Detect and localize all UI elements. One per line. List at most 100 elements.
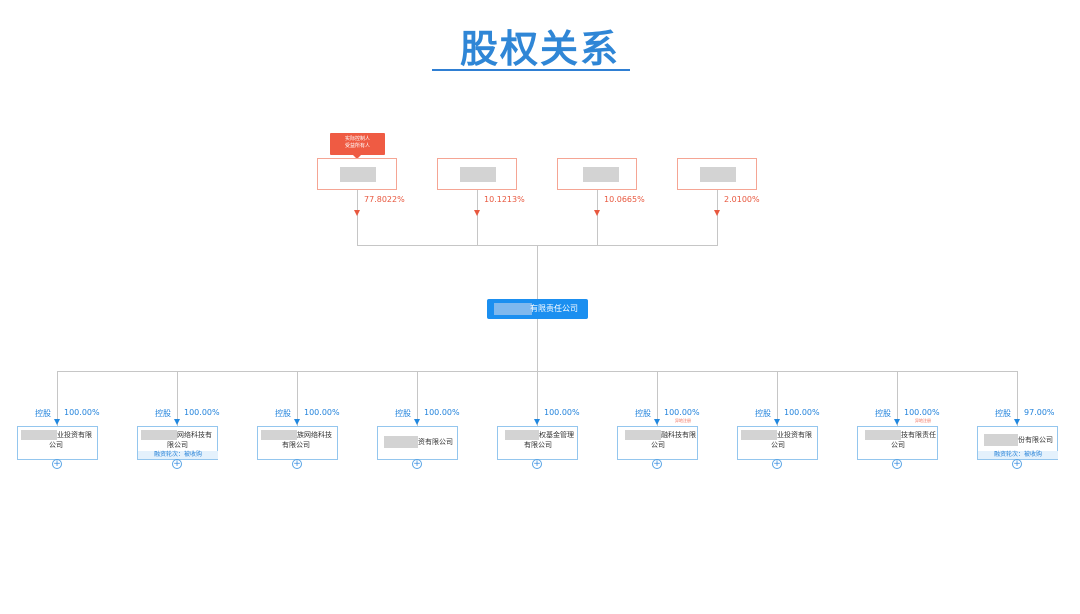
subsidiary-box[interactable]: 族网络科技 有限公司 [257, 426, 338, 460]
page-title: 股权关系 [459, 27, 620, 71]
relation-label: 控股 [755, 409, 771, 418]
shareholder-box[interactable] [557, 158, 637, 190]
connector-line [177, 371, 178, 426]
redacted-name [505, 430, 539, 440]
subsidiary-percent: 100.00% [544, 408, 580, 417]
redacted-name [625, 430, 661, 440]
connector-line [897, 371, 898, 426]
controller-tag-tail [353, 155, 361, 159]
subsidiary-name-line2: 公司 [891, 441, 905, 449]
controller-tag-line1: 实际控制人 [344, 136, 370, 142]
title-underline [432, 69, 630, 71]
remote-registration-tag: 异地注册 [675, 418, 691, 423]
subsidiary-box[interactable]: 业投资有限 公司 [17, 426, 98, 460]
expand-plus-icon[interactable]: + [772, 459, 782, 469]
relation-label: 控股 [635, 409, 651, 418]
expand-plus-icon[interactable]: + [52, 459, 62, 469]
arrow-down-icon [354, 210, 360, 216]
arrow-down-icon [474, 210, 480, 216]
redacted-name [741, 430, 777, 440]
expand-plus-icon[interactable]: + [412, 459, 422, 469]
connector-line [297, 371, 298, 426]
subsidiary-name-line2: 公司 [49, 441, 63, 449]
arrow-down-icon [894, 419, 900, 425]
relation-label: 控股 [875, 409, 891, 418]
subsidiary-percent: 100.00% [784, 408, 820, 417]
subsidiary-box[interactable]: 技有限责任 公司 [857, 426, 938, 460]
subsidiary-percent: 97.00% [1024, 408, 1055, 417]
subsidiary-name-line1: 业投资有限 [57, 431, 92, 439]
shareholder-box[interactable] [437, 158, 517, 190]
expand-plus-icon[interactable]: + [292, 459, 302, 469]
subsidiary-name-line1: 族网络科技 [297, 431, 332, 439]
expand-plus-icon[interactable]: + [172, 459, 182, 469]
arrow-down-icon [774, 419, 780, 425]
subsidiary-name-line1: 融科技有限 [661, 431, 696, 439]
remote-registration-tag: 异地注册 [915, 418, 931, 423]
subsidiary-name-line1: 权基金管理 [539, 431, 574, 439]
subsidiary-box[interactable]: 资有限公司 [377, 426, 458, 460]
expand-plus-icon[interactable]: + [532, 459, 542, 469]
relation-label: 控股 [995, 409, 1011, 418]
connector-line [717, 190, 718, 246]
shareholder-percent: 10.0665% [604, 195, 645, 204]
subsidiary-name-line1: 技有限责任 [901, 431, 936, 439]
subsidiary-box[interactable]: 网络科技有 限公司 融资轮次：被收购 [137, 426, 218, 460]
connector-line [777, 371, 778, 426]
redacted-name [261, 430, 297, 440]
connector-line [597, 190, 598, 246]
redacted-name [21, 430, 57, 440]
connector-line [537, 319, 538, 371]
expand-plus-icon[interactable]: + [652, 459, 662, 469]
arrow-down-icon [654, 419, 660, 425]
subsidiary-percent: 100.00% [904, 408, 940, 417]
redacted-name [460, 167, 496, 182]
subsidiary-box[interactable]: 融科技有限 公司 [617, 426, 698, 460]
connector-line [537, 371, 538, 426]
redacted-name [583, 167, 619, 182]
subsidiary-name-line2: 限公司 [167, 441, 188, 449]
connector-line [417, 371, 418, 426]
arrow-down-icon [174, 419, 180, 425]
arrow-down-icon [1014, 419, 1020, 425]
redacted-name [700, 167, 736, 182]
shareholder-percent: 77.8022% [364, 195, 405, 204]
subsidiary-percent: 100.00% [424, 408, 460, 417]
financing-tag: 融资轮次：被收购 [138, 451, 218, 459]
arrow-down-icon [54, 419, 60, 425]
subsidiary-name-line1: 业投资有限 [777, 431, 812, 439]
redacted-name [494, 303, 532, 315]
expand-plus-icon[interactable]: + [1012, 459, 1022, 469]
financing-tag: 融资轮次：被收购 [978, 451, 1058, 459]
subsidiary-name-line2: 公司 [771, 441, 785, 449]
connector-line [537, 245, 538, 299]
subsidiary-name-line1: 资有限公司 [418, 438, 453, 446]
redacted-name [141, 430, 177, 440]
shareholder-box[interactable] [677, 158, 757, 190]
subsidiary-name-line2: 公司 [651, 441, 665, 449]
subsidiary-box[interactable]: 权基金管理 有限公司 [497, 426, 578, 460]
subsidiary-percent: 100.00% [64, 408, 100, 417]
relation-label: 控股 [35, 409, 51, 418]
subsidiary-percent: 100.00% [664, 408, 700, 417]
subsidiary-name-line2: 有限公司 [524, 441, 552, 449]
redacted-name [340, 167, 376, 182]
connector-line [1017, 371, 1018, 426]
subsidiary-name-line1: 份有限公司 [1018, 436, 1053, 444]
controller-tag-line2: 受益所有人 [344, 143, 370, 149]
controller-tag: 实际控制人 受益所有人 [330, 133, 385, 155]
shareholder-box[interactable] [317, 158, 397, 190]
arrow-down-icon [534, 419, 540, 425]
expand-plus-icon[interactable]: + [892, 459, 902, 469]
subsidiary-percent: 100.00% [304, 408, 340, 417]
relation-label: 控股 [155, 409, 171, 418]
subsidiary-box[interactable]: 业投资有限 公司 [737, 426, 818, 460]
subsidiary-box[interactable]: 份有限公司 融资轮次：被收购 [977, 426, 1058, 460]
arrow-down-icon [714, 210, 720, 216]
connector-line [477, 190, 478, 246]
connector-line [657, 371, 658, 426]
relation-label: 控股 [395, 409, 411, 418]
connector-line [357, 190, 358, 246]
arrow-down-icon [594, 210, 600, 216]
center-company-box[interactable] [487, 299, 588, 319]
